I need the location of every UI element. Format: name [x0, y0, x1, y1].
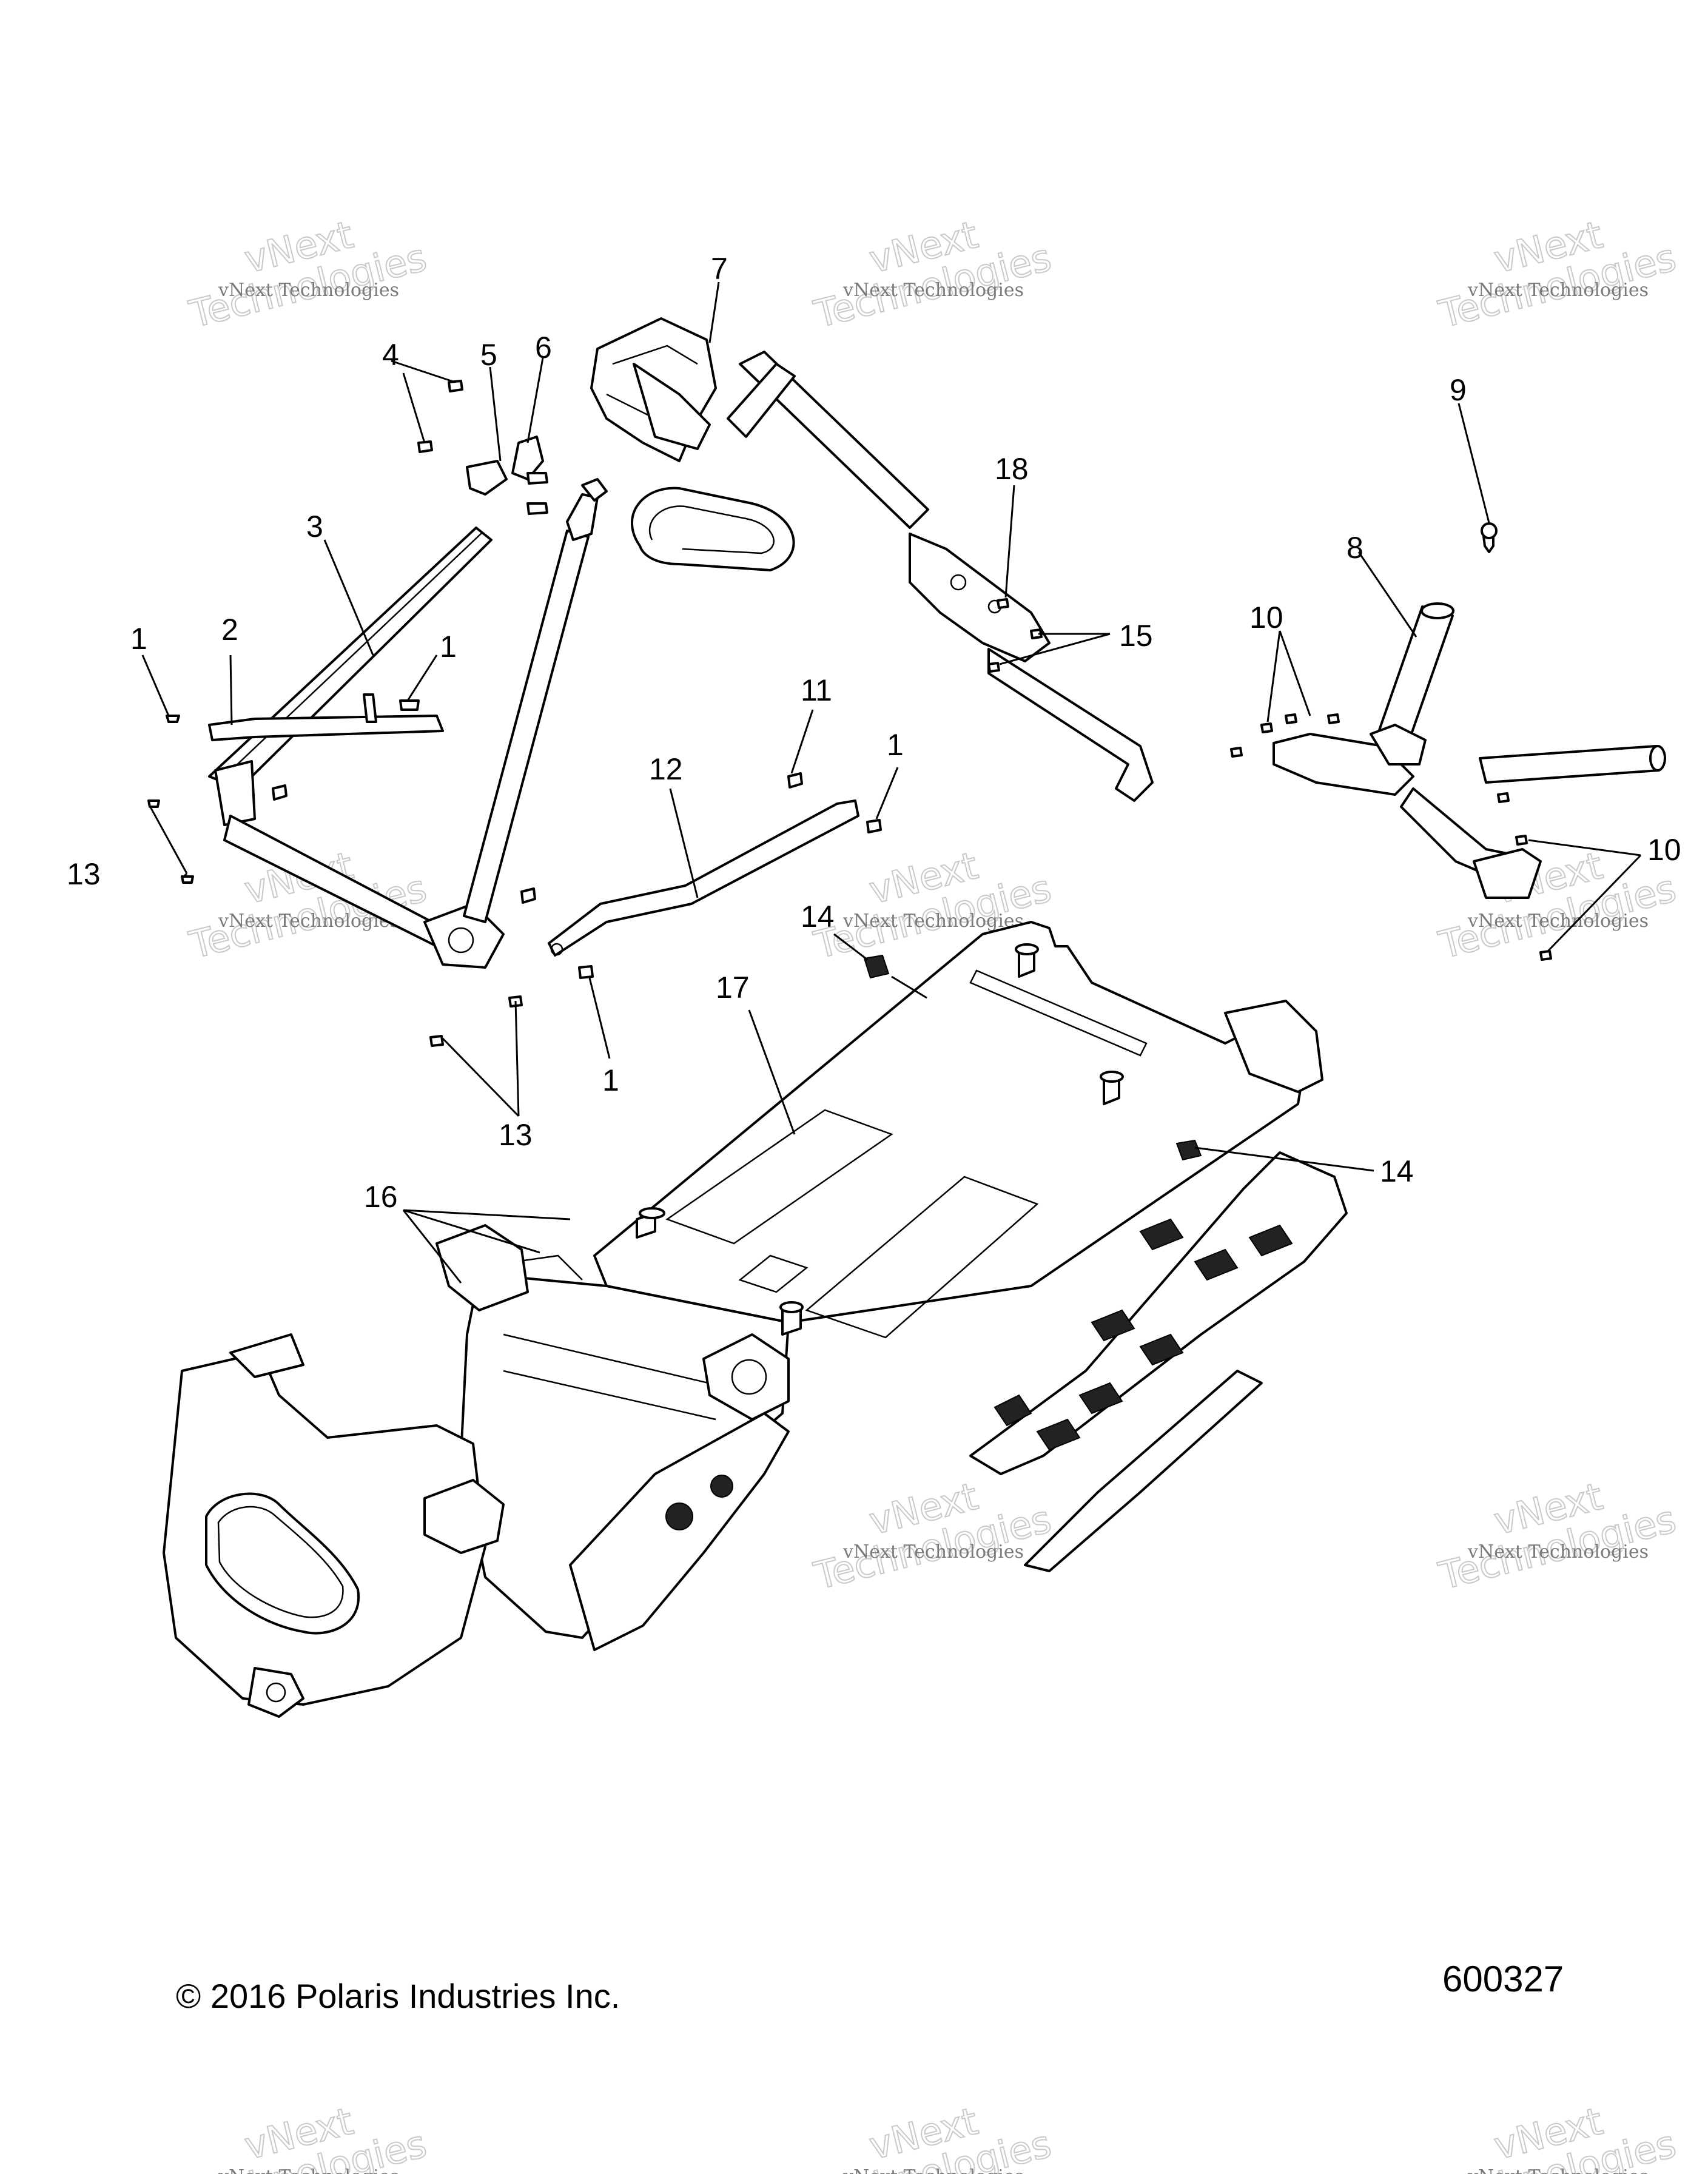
watermark-small: vNext Technologies — [218, 2166, 399, 2174]
callout-9: 9 — [1450, 373, 1467, 407]
callout-11: 11 — [801, 673, 832, 707]
figure-number: 600327 — [1442, 1959, 1564, 1999]
callout-7: 7 — [711, 252, 728, 286]
watermark-small: vNext Technologies — [1467, 280, 1649, 301]
callout-1: 1 — [887, 728, 904, 762]
watermark-small: vNext Technologies — [218, 280, 399, 301]
part-small-brace — [208, 693, 444, 741]
callout-13: 13 — [67, 857, 101, 891]
callout-1: 1 — [130, 622, 147, 656]
callout-14: 14 — [801, 900, 835, 934]
watermark-small: vNext Technologies — [218, 910, 399, 932]
callout-13: 13 — [499, 1118, 533, 1152]
watermark-small: vNext Technologies — [1467, 1541, 1649, 1563]
part-rear-strut — [463, 530, 590, 923]
callout-3: 3 — [306, 510, 323, 544]
watermark-small: vNext Technologies — [842, 1541, 1024, 1563]
callout-5: 5 — [480, 338, 497, 372]
callout-15: 15 — [1119, 619, 1153, 653]
watermark-small: vNext Technologies — [842, 2166, 1024, 2174]
callout-1: 1 — [440, 630, 457, 664]
callout-12: 12 — [649, 752, 683, 786]
callout-1: 1 — [602, 1063, 619, 1097]
watermark-small: vNext Technologies — [1467, 2166, 1649, 2174]
part-cross-bar — [548, 799, 859, 957]
callout-14: 14 — [1380, 1154, 1414, 1188]
leader-lines — [141, 281, 1642, 1284]
callout-4: 4 — [382, 338, 399, 372]
part-brackets — [417, 380, 608, 541]
callout-10: 10 — [1647, 833, 1681, 867]
copyright-notice: © 2016 Polaris Industries Inc. — [176, 1977, 620, 2015]
callout-8: 8 — [1347, 531, 1363, 565]
part-steering-post — [590, 317, 1154, 802]
callout-2: 2 — [221, 613, 238, 647]
callout-17: 17 — [716, 971, 750, 1005]
callout-10: 10 — [1249, 601, 1283, 634]
callout-16: 16 — [364, 1180, 398, 1214]
callout-6: 6 — [535, 331, 552, 365]
part-grommets — [863, 954, 1202, 1161]
part-steering-column — [1273, 522, 1666, 899]
callout-labels: 1 2 3 1 4 5 6 7 18 15 9 8 10 10 11 12 1 … — [67, 252, 1681, 1214]
callout-18: 18 — [995, 452, 1029, 486]
watermark-small: vNext Technologies — [842, 280, 1024, 301]
watermark-small: vNext Technologies — [1467, 910, 1649, 932]
watermark-small: vNext Technologies — [842, 910, 1024, 932]
part-chassis — [163, 921, 1348, 1718]
